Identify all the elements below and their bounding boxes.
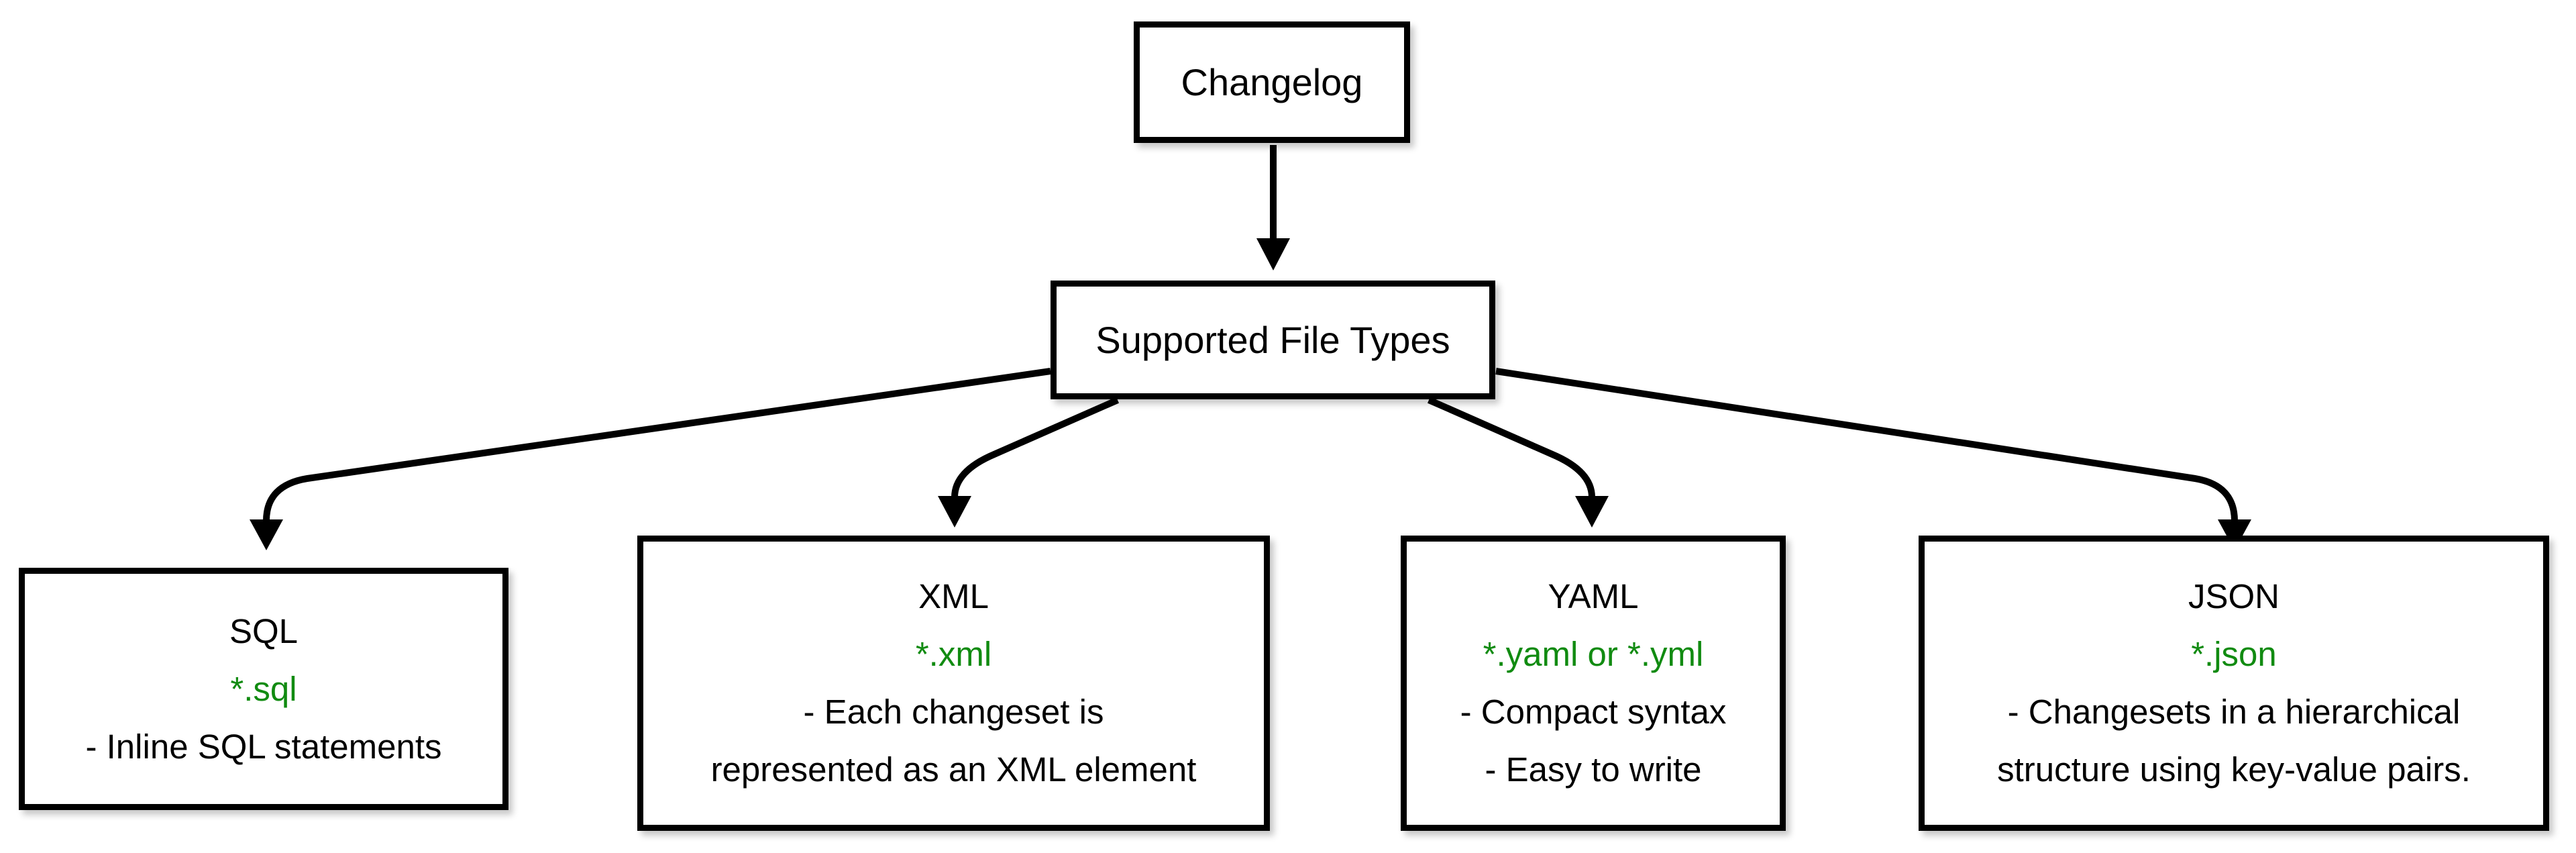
node-supported-file-types: Supported File Types <box>1051 281 1495 399</box>
arrowhead-sql-icon <box>250 519 283 550</box>
node-json-title: JSON <box>2188 577 2280 615</box>
arrow-hub-to-sql <box>263 368 1051 521</box>
node-sql-description: - Inline SQL statements <box>85 727 442 766</box>
node-json-description: structure using key-value pairs. <box>1997 750 2471 789</box>
arrow-hub-to-yaml <box>1427 397 1595 498</box>
arrowhead-hub-icon <box>1256 238 1290 270</box>
node-yaml-extension: *.yaml or *.yml <box>1483 635 1704 673</box>
node-xml-extension: *.xml <box>915 635 992 673</box>
node-yaml-description: - Easy to write <box>1485 750 1702 789</box>
node-supported-file-types-label: Supported File Types <box>1095 318 1450 361</box>
node-changelog: Changelog <box>1134 21 1410 143</box>
arrow-hub-to-json <box>1495 368 2238 521</box>
node-sql: SQL *.sql - Inline SQL statements <box>19 568 508 810</box>
node-xml-description: represented as an XML element <box>710 750 1197 789</box>
arrow-hub-to-xml <box>951 397 1120 498</box>
node-json: JSON *.json - Changesets in a hierarchic… <box>1919 536 2549 831</box>
node-json-description: - Changesets in a hierarchical <box>2007 693 2461 731</box>
arrowhead-json-icon <box>2218 519 2251 550</box>
node-xml: XML *.xml - Each changeset is represente… <box>637 536 1270 831</box>
node-yaml-title: YAML <box>1548 577 1639 615</box>
arrowhead-xml-icon <box>938 496 971 528</box>
node-yaml: YAML *.yaml or *.yml - Compact syntax - … <box>1401 536 1786 831</box>
node-sql-extension: *.sql <box>230 669 297 708</box>
node-json-extension: *.json <box>2191 635 2277 673</box>
node-xml-title: XML <box>918 577 989 615</box>
arrowhead-yaml-icon <box>1575 496 1609 528</box>
node-yaml-description: - Compact syntax <box>1460 693 1727 731</box>
node-sql-title: SQL <box>229 611 299 650</box>
node-changelog-label: Changelog <box>1181 60 1363 103</box>
node-xml-description: - Each changeset is <box>803 693 1104 731</box>
